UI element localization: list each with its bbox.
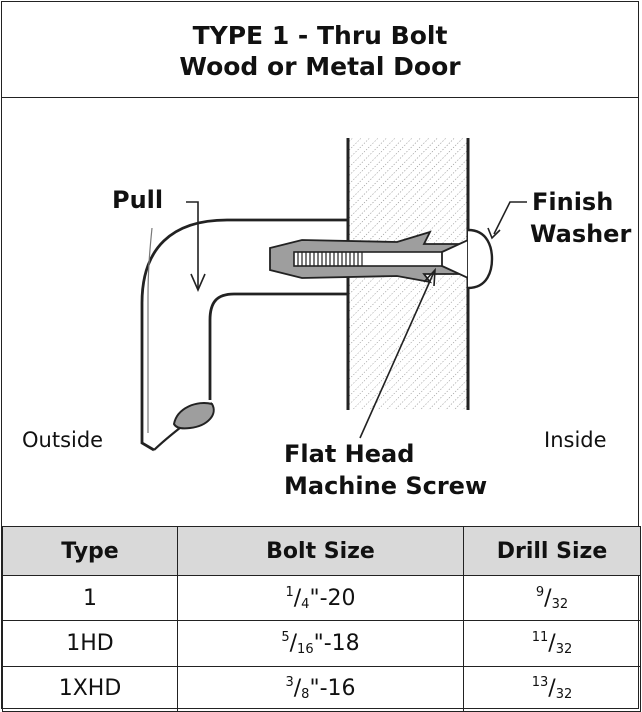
pull-leader-arrow <box>190 273 206 292</box>
label-washer: Washer <box>530 220 632 248</box>
screw-leader <box>359 271 435 439</box>
table-header-row: Type Bolt Size Drill Size <box>2 526 641 576</box>
table-row: 1XHD 3/8"-16 13/32 <box>2 665 641 712</box>
table-row: 1 1/4"-20 9/32 <box>2 574 641 622</box>
label-outside: Outside <box>22 428 104 452</box>
label-machine-screw: Machine Screw <box>284 472 488 500</box>
cell-bolt-size: 1/4"-20 <box>177 574 464 622</box>
label-pull: Pull <box>112 186 164 214</box>
cell-drill-size: 9/32 <box>463 574 641 622</box>
pull-end-cap <box>172 402 215 430</box>
cell-type: 1XHD <box>2 665 178 712</box>
pull-leader <box>186 201 199 288</box>
cell-type: 1HD <box>2 620 178 667</box>
washer-leader <box>493 201 527 235</box>
screw-shank <box>293 251 465 267</box>
finish-washer <box>467 228 494 290</box>
diagram-drawing <box>140 138 527 452</box>
title-block: TYPE 1 - Thru Bolt Wood or Metal Door <box>2 2 638 98</box>
header-bolt-size: Bolt Size <box>177 526 464 576</box>
cell-type: 1 <box>2 574 178 622</box>
washer-leader-arrow <box>487 227 501 240</box>
screw-threads <box>297 252 363 266</box>
bolt-diagram: Pull Finish Washer Outside Inside Flat H… <box>2 98 638 526</box>
cell-drill-size: 13/32 <box>463 665 641 712</box>
pull-highlight <box>147 227 153 433</box>
header-type: Type <box>2 526 178 576</box>
cell-drill-size: 11/32 <box>463 620 641 667</box>
pull-inner-contour <box>208 292 348 400</box>
pull-outer-contour <box>140 218 348 452</box>
label-inside: Inside <box>544 428 607 452</box>
cell-bolt-size: 5/16"-18 <box>177 620 464 667</box>
header-drill-size: Drill Size <box>463 526 641 576</box>
screw-leader-arrow <box>423 267 436 287</box>
label-finish: Finish <box>532 188 614 216</box>
title-line-1: TYPE 1 - Thru Bolt <box>192 21 448 50</box>
title-line-2: Wood or Metal Door <box>179 52 461 81</box>
cell-bolt-size: 3/8"-16 <box>177 665 464 712</box>
label-flat-head: Flat Head <box>284 440 415 468</box>
table-row: 1HD 5/16"-18 11/32 <box>2 620 641 667</box>
size-table: Type Bolt Size Drill Size 1 1/4"-20 9/32… <box>2 526 641 712</box>
